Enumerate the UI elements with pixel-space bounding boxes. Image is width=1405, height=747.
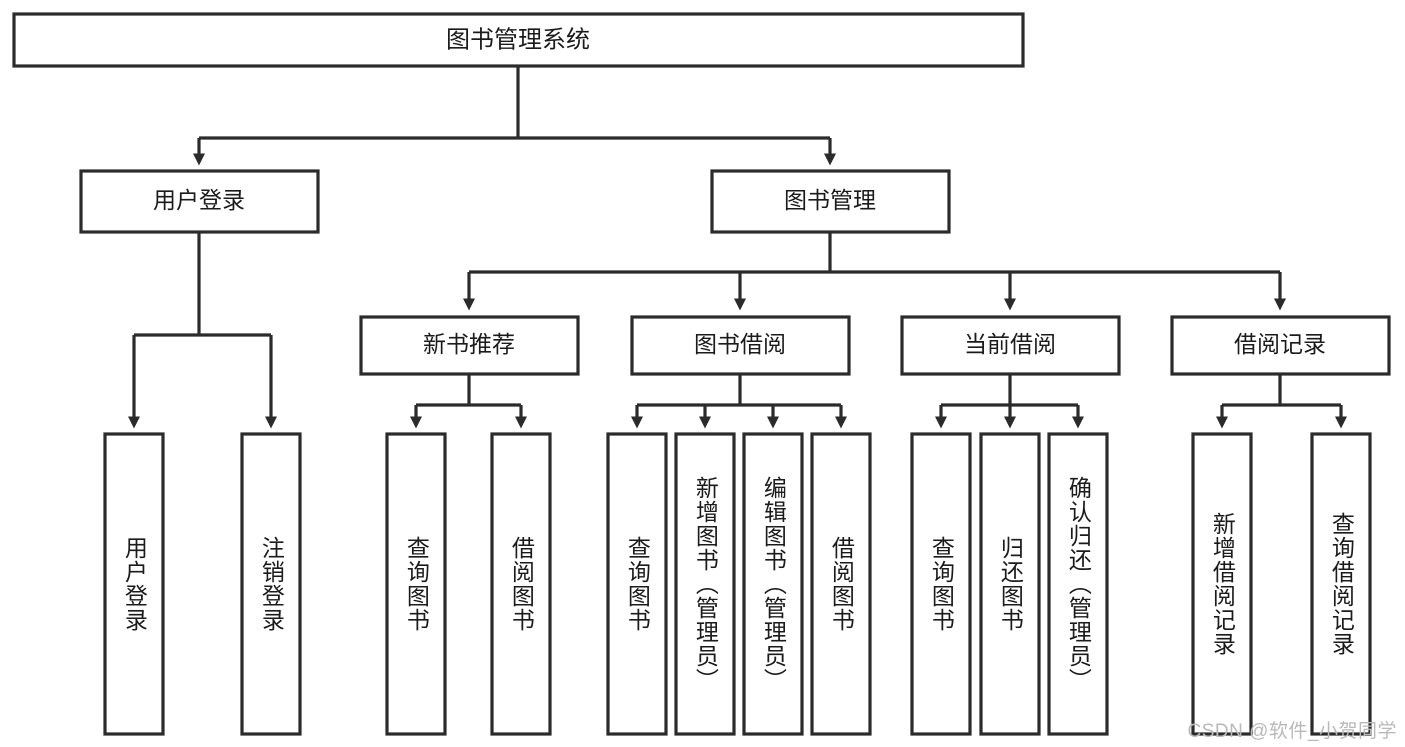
node-borrow-record[interactable]: 借阅记录 xyxy=(1170,315,1391,376)
node-leaf-user-login[interactable] xyxy=(103,432,165,736)
node-current-borrow[interactable]: 当前借阅 xyxy=(900,315,1121,376)
connector-current-borrow-to-leaves xyxy=(935,374,1084,429)
node-leaf-borrow-query[interactable] xyxy=(606,432,668,736)
node-current-borrow-label: 当前借阅 xyxy=(964,331,1056,357)
node-root-label: 图书管理系统 xyxy=(446,26,590,53)
node-leaf-record-add[interactable] xyxy=(1191,432,1253,736)
node-book-borrow-label: 图书借阅 xyxy=(694,331,786,357)
watermark: CSDN @软件_小贺同学 xyxy=(1187,721,1397,742)
node-book-manage-label: 图书管理 xyxy=(784,187,876,213)
node-new-book-rec[interactable]: 新书推荐 xyxy=(359,315,580,376)
node-leaf-cur-confirm[interactable] xyxy=(1047,432,1109,736)
node-leaf-borrow-add[interactable] xyxy=(674,432,736,736)
node-book-borrow[interactable]: 图书借阅 xyxy=(630,315,851,376)
node-root[interactable]: 图书管理系统 xyxy=(12,12,1025,68)
node-user-login[interactable]: 用户登录 xyxy=(79,169,320,234)
node-leaf-rec-borrow[interactable] xyxy=(490,432,552,736)
node-leaf-cur-return[interactable] xyxy=(979,432,1041,736)
node-borrow-record-label: 借阅记录 xyxy=(1234,331,1326,357)
leaf-boxes xyxy=(103,432,1372,736)
node-leaf-rec-query[interactable] xyxy=(385,432,447,736)
node-new-book-rec-label: 新书推荐 xyxy=(423,331,515,357)
node-leaf-user-logout[interactable] xyxy=(240,432,302,736)
connector-user-login-to-leaves xyxy=(128,232,277,429)
node-leaf-record-search[interactable] xyxy=(1310,432,1372,736)
connector-book-borrow-to-leaves xyxy=(631,374,847,429)
node-leaf-cur-query[interactable] xyxy=(910,432,972,736)
connector-new-book-rec-to-leaves xyxy=(410,374,527,429)
connector-book-manage-to-level3 xyxy=(463,232,1286,311)
connector-borrow-record-to-leaves xyxy=(1216,374,1347,429)
node-book-manage[interactable]: 图书管理 xyxy=(710,169,951,234)
node-user-login-label: 用户登录 xyxy=(153,187,245,213)
node-leaf-borrow-do[interactable] xyxy=(810,432,872,736)
connector-root-to-level2 xyxy=(193,66,836,166)
node-leaf-borrow-edit[interactable] xyxy=(742,432,804,736)
